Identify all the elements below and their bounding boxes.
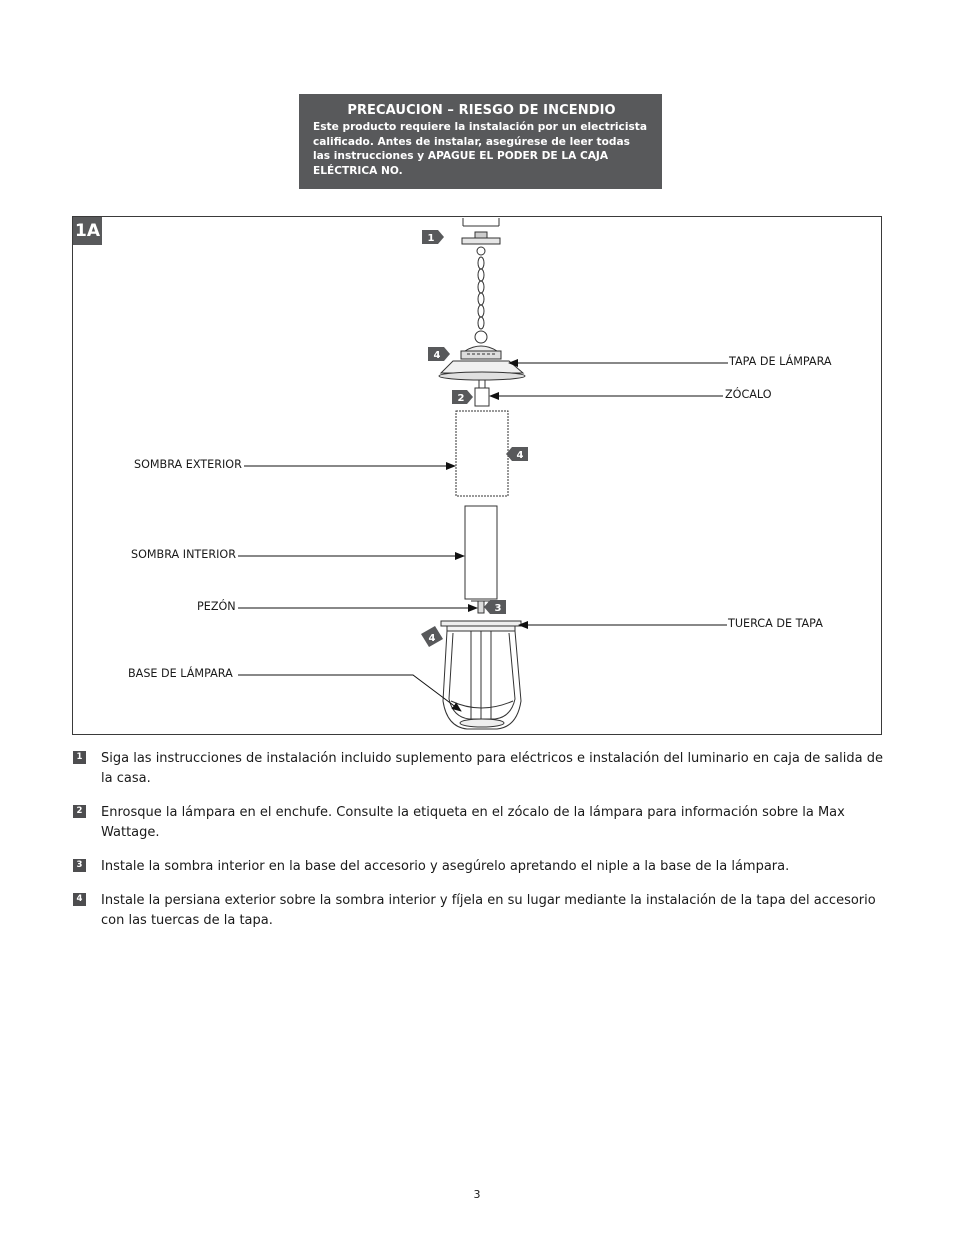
marker-3-text: 3: [495, 603, 502, 614]
inner-shade-shape: [464, 505, 498, 600]
base-leader: [238, 674, 462, 712]
outer-shade-shape: [455, 410, 509, 497]
socket-shape: [474, 387, 490, 407]
chain: [474, 256, 488, 344]
marker-3-badge: [484, 600, 506, 614]
step-1-text: Siga las instrucciones de instalación in…: [101, 751, 883, 786]
step-3: 3 Instale la sombra interior en la base …: [73, 857, 883, 877]
marker-1-text: 1: [428, 233, 435, 244]
step-2-number: 2: [73, 805, 86, 818]
step-2: 2 Enrosque la lámpara en el enchufe. Con…: [73, 803, 883, 843]
page-number: 3: [473, 1188, 481, 1201]
marker-4-base-text: 4: [429, 633, 436, 644]
step-2-text: Enrosque la lámpara en el enchufe. Consu…: [101, 805, 845, 840]
callout-sombra-exterior: SOMBRA EXTERIOR: [134, 458, 242, 471]
step-3-text: Instale la sombra interior en la base de…: [101, 859, 790, 874]
callout-sombra-interior: SOMBRA INTERIOR: [131, 548, 236, 561]
fire-warning-box: PRECAUCION – RIESGO DE INCENDIO Este pro…: [299, 94, 662, 189]
marker-2-badge: [452, 390, 473, 404]
instruction-steps: 1 Siga las instrucciones de instalación …: [73, 749, 883, 931]
step-1: 1 Siga las instrucciones de instalación …: [73, 749, 883, 789]
step-4-number: 4: [73, 893, 86, 906]
assembly-diagram: 1A: [72, 216, 882, 735]
marker-4-cap-text: 4: [434, 350, 441, 361]
callout-pezon: PEZÓN: [197, 600, 236, 613]
lamp-base-cage: [442, 630, 522, 730]
step-4: 4 Instale la persiana exterior sobre la …: [73, 891, 883, 931]
base-top-ring: [440, 620, 522, 632]
marker-4-shade-text: 4: [517, 450, 524, 461]
step-3-number: 3: [73, 859, 86, 872]
warning-title: PRECAUCION – RIESGO DE INCENDIO: [347, 103, 616, 118]
callout-tapa: TAPA DE LÁMPARA: [729, 355, 832, 368]
step-1-number: 1: [73, 751, 86, 764]
callout-base: BASE DE LÁMPARA: [128, 667, 233, 680]
marker-2-text: 2: [458, 393, 465, 404]
marker-4-shade-badge: [506, 447, 528, 461]
callout-tuerca: TUERCA DE TAPA: [728, 617, 823, 630]
marker-4-base-badge: [421, 626, 443, 647]
ceiling-canopy: [461, 218, 501, 256]
callout-zocalo: ZÓCALO: [725, 388, 772, 401]
marker-4-cap-badge: [428, 347, 450, 361]
warning-body: Este producto requiere la instalación po…: [313, 121, 647, 177]
diagram-step-tag: 1A: [73, 217, 102, 245]
step-4-text: Instale la persiana exterior sobre la so…: [101, 893, 876, 928]
marker-1-badge: [422, 230, 444, 244]
lamp-cap: [438, 345, 526, 389]
lantern-exploded-view: 1 4 2 4 3 4: [238, 218, 728, 730]
